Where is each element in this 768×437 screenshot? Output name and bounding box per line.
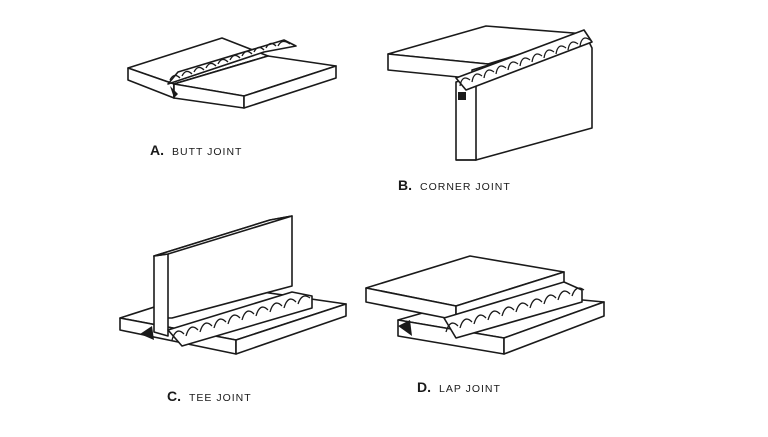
corner-joint-weld-bead xyxy=(455,29,593,100)
caption-label: LAP JOINT xyxy=(439,383,501,395)
caption-letter: B. xyxy=(398,177,412,193)
caption-label: TEE JOINT xyxy=(189,392,252,404)
caption-corner-joint: B. CORNER JOINT xyxy=(398,178,511,194)
caption-letter: A. xyxy=(150,142,164,158)
butt-joint-illustration xyxy=(127,37,337,109)
caption-label: CORNER JOINT xyxy=(420,181,511,193)
corner-joint-illustration xyxy=(387,25,593,161)
caption-tee-joint: C. TEE JOINT xyxy=(167,389,252,405)
butt-joint-right-plate xyxy=(173,55,337,109)
caption-letter: D. xyxy=(417,379,431,395)
caption-letter: C. xyxy=(167,388,181,404)
tee-joint-weld-bead xyxy=(140,291,313,347)
tee-joint-illustration xyxy=(119,215,347,355)
caption-lap-joint: D. LAP JOINT xyxy=(417,380,501,396)
butt-joint-weld-bead xyxy=(167,39,297,98)
lap-joint-illustration xyxy=(365,255,605,355)
tee-joint-vertical-plate xyxy=(153,215,293,337)
caption-label: BUTT JOINT xyxy=(172,146,243,158)
caption-butt-joint: A. BUTT JOINT xyxy=(150,143,242,159)
lap-joint-weld-bead xyxy=(398,281,585,339)
